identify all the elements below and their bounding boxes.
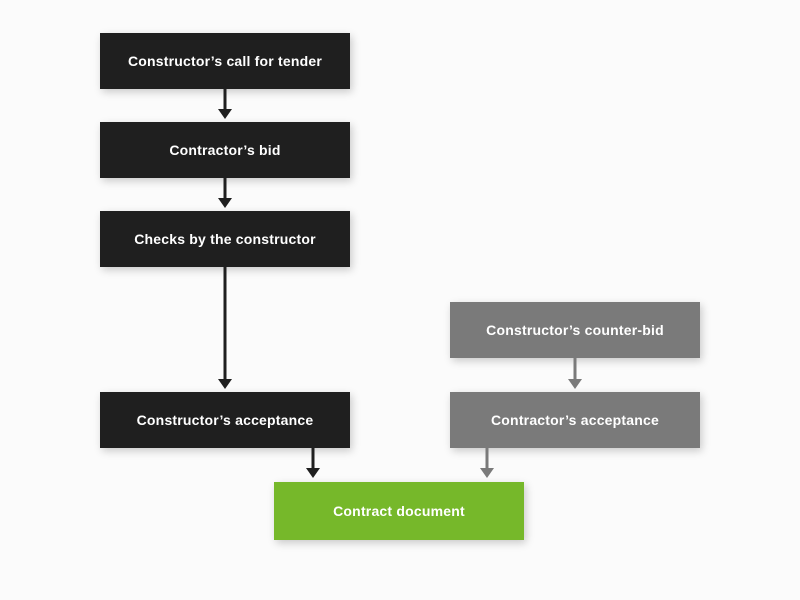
node-contractors-acceptance: Contractor’s acceptance [450, 392, 700, 448]
arrow-bid-to-checks-icon [218, 178, 232, 208]
arrow-gray-acceptance-to-contract-icon [480, 448, 494, 478]
node-label: Constructor’s call for tender [127, 53, 323, 69]
arrow-head-icon [306, 468, 320, 478]
node-label: Constructor’s acceptance [136, 412, 314, 428]
arrow-shaft [223, 88, 227, 110]
arrow-shaft [311, 448, 315, 469]
node-contractors-bid: Contractor’s bid [100, 122, 350, 178]
node-label: Contract document [333, 503, 465, 519]
arrow-head-icon [568, 379, 582, 389]
node-checks-by-constructor: Checks by the constructor [100, 211, 350, 267]
node-contract-document: Contract document [274, 482, 524, 540]
node-label: Checks by the constructor [134, 231, 316, 247]
arrow-tender-to-bid-icon [218, 88, 232, 119]
arrow-shaft [223, 267, 227, 380]
arrow-counterbid-to-acceptance-icon [568, 358, 582, 389]
arrow-shaft [485, 448, 489, 469]
arrow-head-icon [480, 468, 494, 478]
node-label: Contractor’s bid [169, 142, 281, 158]
node-constructors-counter-bid: Constructor’s counter-bid [450, 302, 700, 358]
arrow-head-icon [218, 198, 232, 208]
node-constructors-acceptance: Constructor’s acceptance [100, 392, 350, 448]
arrow-acceptance-to-contract-icon [306, 448, 320, 478]
arrow-head-icon [218, 109, 232, 119]
node-label: Contractor’s acceptance [491, 412, 659, 428]
arrow-checks-to-acceptance-icon [218, 267, 232, 389]
arrow-shaft [223, 178, 227, 199]
arrow-head-icon [218, 379, 232, 389]
arrow-shaft [573, 358, 577, 380]
node-label: Constructor’s counter-bid [486, 322, 664, 338]
node-constructors-call-for-tender: Constructor’s call for tender [100, 33, 350, 89]
